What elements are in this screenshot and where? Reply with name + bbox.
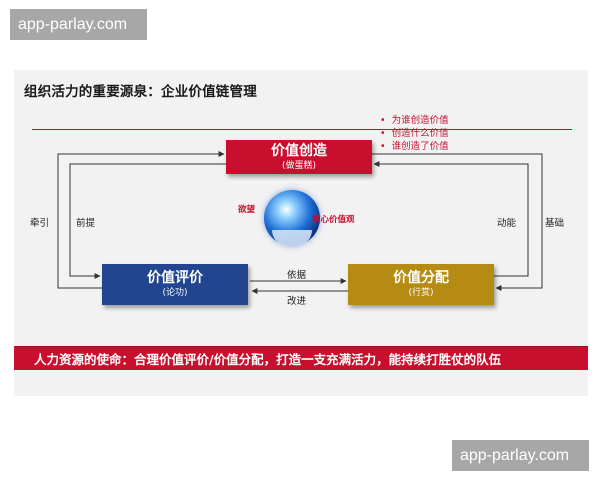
arrow-left-inner (69, 163, 226, 279)
arrow-right-inner (373, 161, 529, 277)
arrow-left-outer (57, 151, 225, 289)
mission-banner: 人力资源的使命：合理价值评价/价值分配，打造一支充满活力，能持续打胜仗的队伍 (14, 346, 588, 370)
watermark-bottom: app-parlay.com (452, 440, 589, 471)
bullet-item: 谁创造了价值 (380, 140, 449, 153)
improve-label: 改进 (287, 296, 307, 307)
value-distribution-box: 价值分配 (行赏) (348, 264, 494, 305)
box-subtitle: (论功) (162, 288, 188, 298)
desire-label: 欲望 (238, 205, 256, 215)
box-subtitle: (行赏) (408, 288, 434, 298)
momentum-label: 动能 (497, 218, 517, 229)
cycle-arrows (57, 151, 543, 294)
box-subtitle: (做蛋糕) (281, 160, 317, 171)
core-values-label: 核心价值观 (312, 215, 355, 225)
watermark-top: app-parlay.com (10, 9, 147, 40)
box-title: 价值评价 (147, 270, 203, 286)
value-evaluation-box: 价值评价 (论功) (102, 264, 248, 305)
slide: 组织活力的重要源泉：企业价值链管理 为谁创造价值 创造什么价值 谁创造了价值 价… (14, 70, 588, 396)
box-title: 价值分配 (393, 270, 449, 286)
foundation-label: 基础 (545, 218, 565, 229)
arrow-right-outer (372, 153, 543, 291)
hands-icon (272, 230, 312, 246)
divider-line (32, 129, 572, 130)
slide-title: 组织活力的重要源泉：企业价值链管理 (24, 84, 257, 100)
bullet-item: 创造什么价值 (380, 127, 449, 140)
value-questions-list: 为谁创造价值 创造什么价值 谁创造了价值 (380, 114, 449, 153)
box-title: 价值创造 (271, 142, 327, 159)
pull-label: 牵引 (30, 218, 50, 229)
value-creation-box: 价值创造 (做蛋糕) (226, 140, 372, 174)
basis-label: 依据 (287, 270, 307, 281)
premise-label: 前提 (76, 218, 96, 229)
bullet-item: 为谁创造价值 (380, 114, 449, 127)
